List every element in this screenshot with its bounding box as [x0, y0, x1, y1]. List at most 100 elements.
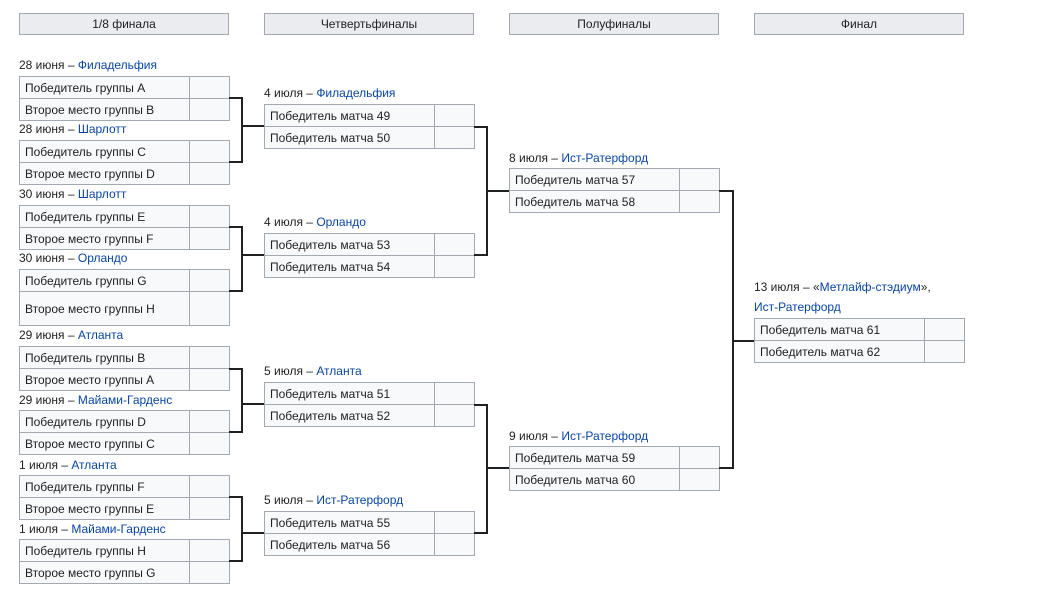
- match-date: 1 июля –: [19, 458, 68, 472]
- match-header-r16-2: 28 июня – Шарлотт: [19, 120, 126, 138]
- venue-link[interactable]: Ист-Ратерфорд: [754, 300, 841, 314]
- team-name: Второе место группы D: [19, 162, 190, 185]
- team-row: Победитель группы D: [19, 410, 230, 433]
- team-score: [924, 340, 965, 363]
- venue-link[interactable]: Филадельфия: [77, 58, 157, 72]
- venue-link[interactable]: Ист-Ратерфорд: [561, 429, 649, 443]
- team-row: Победитель матча 57: [509, 168, 720, 191]
- team-row: Победитель группы G: [19, 269, 230, 292]
- match-header-qf-4: 5 июля – Ист-Ратерфорд: [264, 491, 403, 509]
- venue-link[interactable]: Шарлотт: [77, 122, 127, 136]
- team-name: Победитель матча 58: [509, 190, 680, 213]
- team-row: Победитель матча 61: [754, 318, 965, 341]
- venue-link[interactable]: Атланта: [77, 328, 124, 342]
- team-score: [189, 539, 230, 562]
- team-name: Победитель матча 54: [264, 255, 435, 278]
- match-header-r16-1: 28 июня – Филадельфия: [19, 56, 157, 74]
- match-header-r16-3: 30 июня – Шарлотт: [19, 185, 126, 203]
- team-score: [189, 368, 230, 391]
- connector-line: [719, 190, 734, 469]
- team-row: Победитель группы H: [19, 539, 230, 562]
- team-score: [189, 497, 230, 520]
- team-row: Второе место группы G: [19, 561, 230, 584]
- team-score: [189, 561, 230, 584]
- match-header-qf-1: 4 июля – Филадельфия: [264, 84, 395, 102]
- match-date: 5 июля –: [264, 493, 313, 507]
- match-header-final: 13 июля – «Метлайф-стэдиум»,: [754, 278, 931, 296]
- team-score: [434, 126, 475, 149]
- team-name: Победитель матча 49: [264, 104, 435, 127]
- match-date: 8 июля –: [509, 151, 558, 165]
- match-header-r16-4: 30 июня – Орландо: [19, 249, 127, 267]
- match-header-r16-5: 29 июня – Атланта: [19, 326, 123, 344]
- team-score: [679, 190, 720, 213]
- team-score: [434, 511, 475, 534]
- team-score: [189, 205, 230, 228]
- match-date: 30 июня –: [19, 187, 75, 201]
- match-date: 5 июля –: [264, 364, 313, 378]
- match-header-sf-2: 9 июля – Ист-Ратерфорд: [509, 427, 648, 445]
- venue-link[interactable]: Атланта: [71, 458, 117, 472]
- team-score: [434, 104, 475, 127]
- venue-link[interactable]: Майами-Гарденс: [71, 522, 166, 536]
- match-header-r16-8: 1 июля – Майами-Гарденс: [19, 520, 166, 538]
- team-name: Победитель матча 57: [509, 168, 680, 191]
- team-score: [434, 382, 475, 405]
- team-name: Победитель матча 55: [264, 511, 435, 534]
- team-score: [679, 446, 720, 469]
- team-score: [189, 227, 230, 250]
- team-name: Победитель группы D: [19, 410, 190, 433]
- connector-line: [229, 97, 243, 163]
- team-name: Победитель матча 62: [754, 340, 925, 363]
- team-name: Победитель группы B: [19, 346, 190, 369]
- venue-link[interactable]: Шарлотт: [77, 187, 127, 201]
- match-date: 28 июня –: [19, 58, 75, 72]
- team-row: Победитель матча 55: [264, 511, 475, 534]
- venue-link[interactable]: Ист-Ратерфорд: [316, 493, 404, 507]
- team-score: [434, 404, 475, 427]
- team-score: [189, 346, 230, 369]
- venue-link[interactable]: Орландо: [316, 215, 366, 229]
- match-date: 9 июля –: [509, 429, 558, 443]
- team-row: Победитель матча 62: [754, 340, 965, 363]
- team-name: Победитель матча 56: [264, 533, 435, 556]
- team-score: [189, 291, 230, 326]
- venue-link[interactable]: Филадельфия: [316, 86, 396, 100]
- team-name: Победитель матча 61: [754, 318, 925, 341]
- team-name: Второе место группы E: [19, 497, 190, 520]
- team-row: Второе место группы B: [19, 98, 230, 121]
- round-header-sf: Полуфиналы: [509, 13, 719, 35]
- match-date: 13 июля – «: [754, 280, 820, 294]
- team-name: Победитель матча 52: [264, 404, 435, 427]
- team-score: [189, 269, 230, 292]
- team-row: Победитель матча 53: [264, 233, 475, 256]
- venue-link[interactable]: Майами-Гарденс: [77, 393, 173, 407]
- team-name: Второе место группы C: [19, 432, 190, 455]
- team-row: Победитель матча 50: [264, 126, 475, 149]
- connector-line: [474, 126, 488, 256]
- team-score: [189, 76, 230, 99]
- team-row: Победитель матча 49: [264, 104, 475, 127]
- team-name: Победитель группы C: [19, 140, 190, 163]
- stadium-link[interactable]: Метлайф-стэдиум: [819, 280, 921, 294]
- team-name: Победитель матча 51: [264, 382, 435, 405]
- venue-link[interactable]: Атланта: [316, 364, 362, 378]
- match-header-r16-6: 29 июня – Майами-Гарденс: [19, 391, 172, 409]
- team-name: Второе место группы G: [19, 561, 190, 584]
- team-name: Победитель матча 60: [509, 468, 680, 491]
- match-date: 29 июня –: [19, 328, 75, 342]
- team-row: Победитель группы F: [19, 475, 230, 498]
- venue-link[interactable]: Орландо: [77, 251, 128, 265]
- venue-link[interactable]: Ист-Ратерфорд: [561, 151, 649, 165]
- team-name: Победитель группы E: [19, 205, 190, 228]
